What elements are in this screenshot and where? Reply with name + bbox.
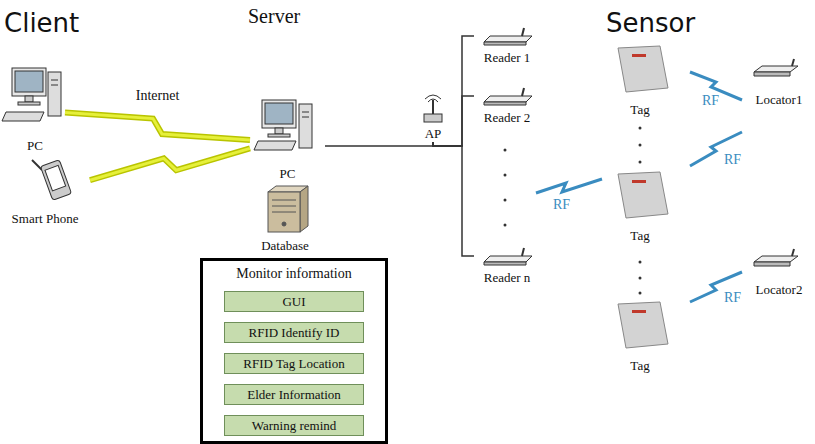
signal-label: RF xyxy=(724,152,741,168)
info-item: RFID Tag Location xyxy=(224,353,364,374)
link-label: Internet xyxy=(134,88,182,104)
access-point: AP xyxy=(416,96,450,142)
panel-title: Monitor information xyxy=(236,266,352,282)
locator: Locator2 xyxy=(748,248,810,298)
ellipsis-dots xyxy=(504,127,642,295)
section-title: Client xyxy=(4,8,79,38)
node-label: PC xyxy=(280,166,296,182)
node-label: Locator1 xyxy=(756,92,803,108)
internet-link xyxy=(65,113,250,140)
locator-icons xyxy=(754,59,798,266)
server-pc: PC xyxy=(250,98,325,182)
database-server-icon xyxy=(268,186,308,232)
node-label: Reader n xyxy=(484,270,531,286)
smart-phone-icon xyxy=(32,160,72,201)
rfid-tag-icons xyxy=(618,46,668,348)
rfid-reader: Reader n xyxy=(474,244,540,286)
node-label: AP xyxy=(425,126,442,142)
client-pc-icon xyxy=(2,68,61,121)
rfid-reader: Reader 2 xyxy=(474,84,540,126)
node-label: Database xyxy=(261,238,309,254)
internet-link xyxy=(90,148,250,180)
node-label: Smart Phone xyxy=(12,211,79,227)
signal-label: RF xyxy=(702,93,719,109)
info-item: Elder Information xyxy=(224,384,364,405)
info-item: Warning remind xyxy=(224,415,364,436)
node-label: Reader 2 xyxy=(484,110,531,126)
node-label: RFID Tag Location xyxy=(243,356,344,372)
rfid-reader: Reader 1 xyxy=(474,24,540,66)
signal-label: RF xyxy=(724,290,741,306)
node-label: Reader 1 xyxy=(484,50,531,66)
node-label: Tag xyxy=(630,102,649,118)
rf-signal-bolts xyxy=(536,72,742,302)
node-label: PC xyxy=(27,138,43,154)
rfid-tag: Tag xyxy=(608,168,672,244)
rfid-tag: Tag xyxy=(608,298,672,374)
access-point-icon xyxy=(424,95,442,122)
node-label: Elder Information xyxy=(247,387,341,403)
locator: Locator1 xyxy=(748,58,810,108)
signal-label: RF xyxy=(553,197,570,213)
internet-link xyxy=(65,113,250,140)
node-label: RFID Identify ID xyxy=(249,325,340,341)
internet-link xyxy=(90,148,250,180)
network-wire xyxy=(433,142,474,256)
node-label: GUI xyxy=(282,294,305,310)
monitor-panel: Monitor informationGUI RFID Identify ID RF… xyxy=(200,258,388,444)
info-item: RFID Identify ID xyxy=(224,322,364,343)
info-item: GUI xyxy=(224,291,364,312)
database: Database xyxy=(250,184,320,254)
network-wire xyxy=(325,142,433,146)
node-label: Tag xyxy=(630,228,649,244)
section-title: Server xyxy=(248,4,300,28)
node-label: Locator2 xyxy=(756,282,803,298)
rfid-tag: Tag xyxy=(608,42,672,118)
reader-icons xyxy=(484,28,532,265)
client-pc: PC xyxy=(5,62,65,154)
section-title: Sensor xyxy=(606,8,695,38)
node-label: Tag xyxy=(630,358,649,374)
server-pc-icon xyxy=(254,100,312,150)
node-label: Warning remind xyxy=(252,418,337,434)
smart-phone: Smart Phone xyxy=(0,155,90,227)
